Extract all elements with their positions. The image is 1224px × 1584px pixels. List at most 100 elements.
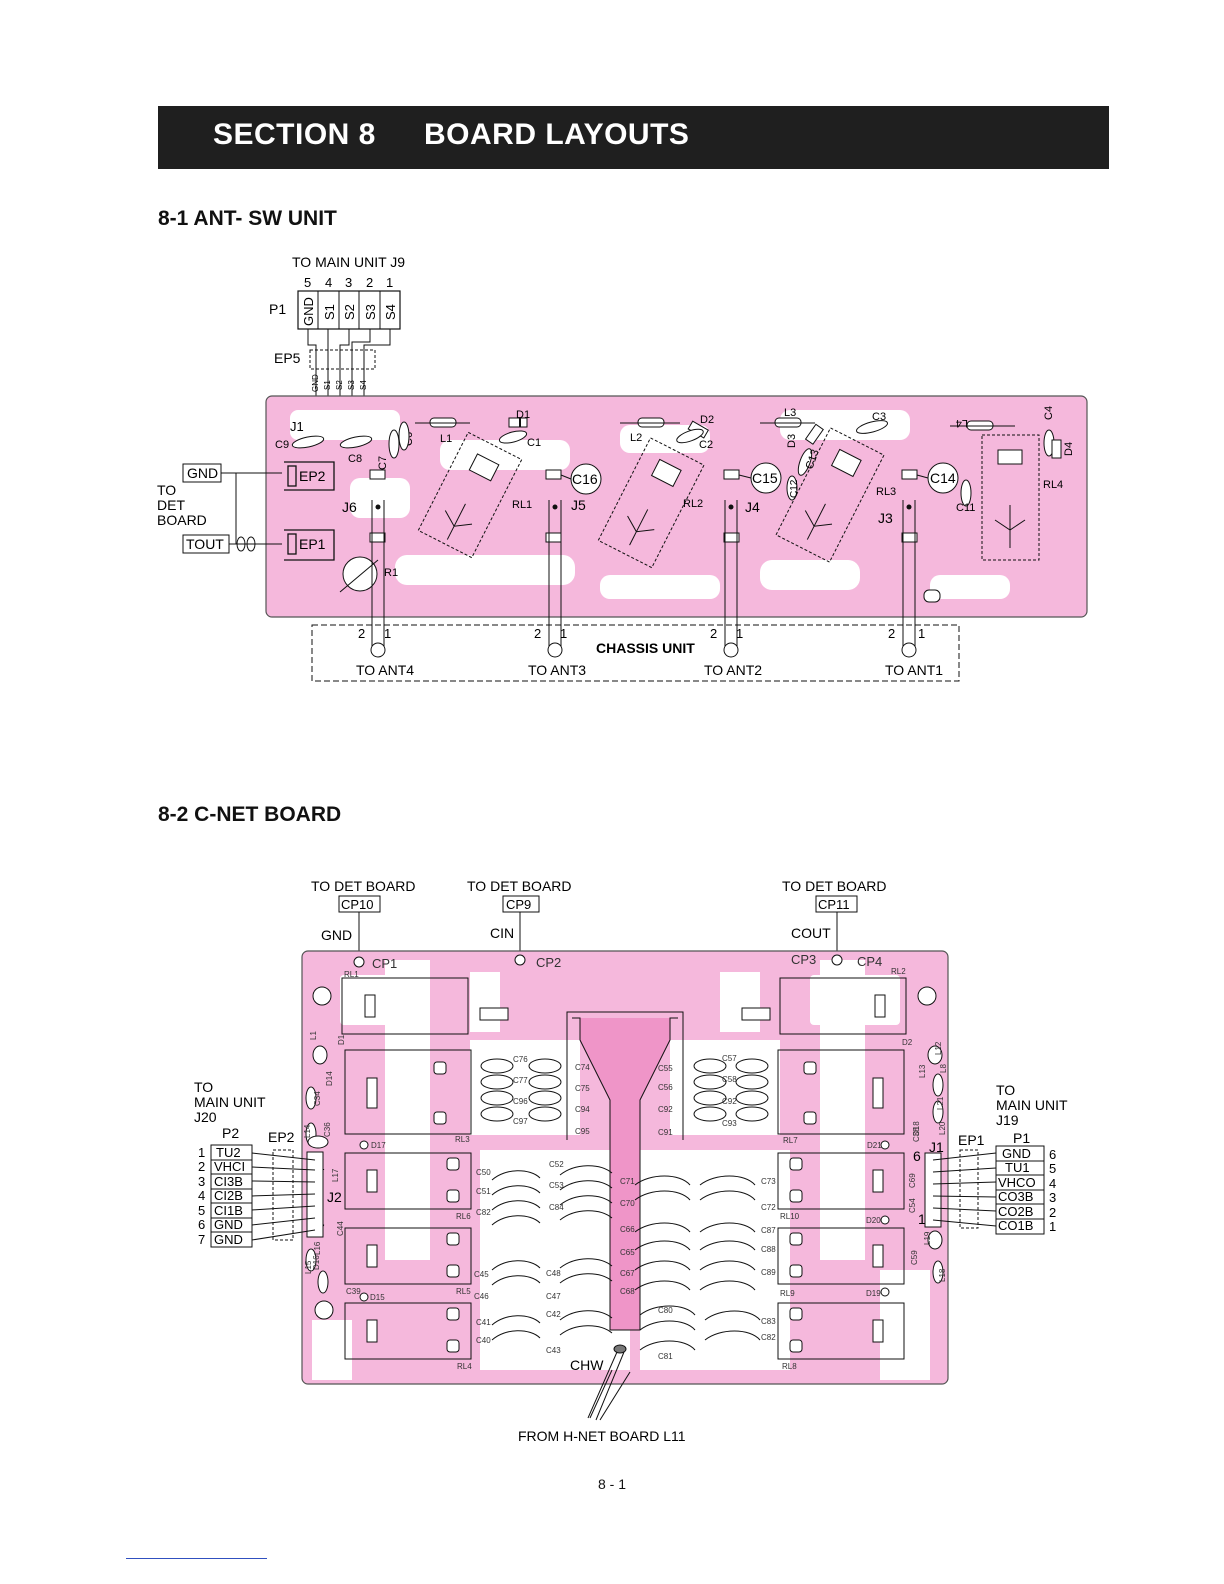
svg-text:D15: D15	[370, 1293, 385, 1302]
svg-text:COUT: COUT	[791, 925, 831, 941]
svg-text:J1: J1	[929, 1139, 944, 1155]
svg-text:RL8: RL8	[782, 1362, 797, 1371]
to-ant3: TO ANT3	[528, 662, 586, 678]
p1-connector	[297, 290, 401, 330]
svg-text:TU2: TU2	[216, 1145, 241, 1160]
svg-text:C1: C1	[527, 437, 541, 449]
svg-text:CP3: CP3	[791, 952, 816, 967]
svg-text:C81: C81	[658, 1352, 673, 1361]
tout-box-label: TOUT	[186, 536, 224, 552]
svg-text:C68: C68	[620, 1287, 635, 1296]
svg-text:RL9: RL9	[780, 1289, 795, 1298]
from-hnet-label: FROM H-NET BOARD L11	[518, 1428, 686, 1444]
svg-text:D14: D14	[325, 1071, 334, 1086]
svg-text:RL1: RL1	[512, 499, 532, 511]
svg-text:C48: C48	[546, 1269, 561, 1278]
svg-text:C2: C2	[699, 439, 713, 451]
svg-text:L19: L19	[923, 1231, 932, 1245]
det-wires	[221, 472, 282, 552]
svg-text:L18: L18	[938, 1268, 947, 1282]
svg-text:5: 5	[198, 1203, 205, 1218]
svg-text:C84: C84	[549, 1203, 564, 1212]
svg-text:D1: D1	[337, 1034, 346, 1045]
rl3-relay	[775, 427, 885, 563]
svg-text:L14: L14	[303, 1124, 312, 1138]
svg-text:L3: L3	[784, 407, 796, 419]
rl1-relay	[417, 431, 523, 559]
svg-text:6: 6	[913, 1148, 921, 1164]
svg-text:C12: C12	[789, 479, 800, 498]
svg-text:C3: C3	[872, 411, 886, 423]
svg-text:C57: C57	[722, 1054, 737, 1063]
j1-label: J1	[290, 419, 304, 434]
c14-label: C14	[930, 470, 956, 486]
svg-text:2: 2	[710, 626, 717, 641]
svg-text:L12: L12	[934, 1041, 943, 1055]
svg-text:RL4: RL4	[1043, 479, 1063, 491]
p1-label: P1	[269, 301, 286, 317]
svg-text:CI1B: CI1B	[214, 1203, 243, 1218]
svg-text:TO: TO	[194, 1079, 213, 1095]
svg-text:C59: C59	[910, 1250, 919, 1265]
svg-text:4: 4	[1049, 1176, 1056, 1191]
svg-text:C8: C8	[348, 453, 362, 465]
svg-text:C75: C75	[575, 1084, 590, 1093]
heading-ant-sw: 8-1 ANT- SW UNIT	[158, 207, 337, 230]
svg-text:EP2: EP2	[268, 1129, 295, 1145]
svg-text:C51: C51	[476, 1187, 491, 1196]
svg-text:S2: S2	[335, 380, 344, 390]
svg-text:C44: C44	[336, 1221, 345, 1236]
svg-text:J19: J19	[996, 1112, 1019, 1128]
p1-pins: GND S1 S2 S3 S4	[301, 297, 398, 326]
svg-text:C39: C39	[346, 1287, 361, 1296]
svg-text:L2: L2	[630, 432, 642, 444]
svg-text:C74: C74	[575, 1063, 590, 1072]
j6-label: J6	[342, 499, 357, 515]
svg-text:L21: L21	[936, 1096, 945, 1110]
svg-text:C70: C70	[620, 1199, 635, 1208]
svg-text:DET: DET	[157, 497, 185, 513]
to-det-cp10: TO DET BOARD	[311, 878, 416, 894]
ant-jacks	[370, 642, 917, 658]
svg-text:C82: C82	[476, 1208, 491, 1217]
svg-text:RL1: RL1	[344, 970, 359, 979]
to-ant4: TO ANT4	[356, 662, 414, 678]
svg-text:GND: GND	[214, 1217, 243, 1232]
svg-text:C65: C65	[620, 1248, 635, 1257]
chw-wire	[587, 1351, 631, 1421]
svg-text:C45: C45	[474, 1270, 489, 1279]
svg-text:P1: P1	[1013, 1130, 1030, 1146]
svg-text:CP10: CP10	[341, 897, 374, 912]
svg-text:S3: S3	[363, 304, 378, 320]
svg-text:C40: C40	[476, 1336, 491, 1345]
svg-text:S3: S3	[347, 380, 356, 390]
svg-text:MAIN UNIT: MAIN UNIT	[996, 1097, 1068, 1113]
svg-text:GND: GND	[1002, 1146, 1031, 1161]
svg-text:L13: L13	[918, 1064, 927, 1078]
p1-pin-numbers: 5 4 3 2 1	[304, 275, 393, 290]
j5-label: J5	[571, 497, 586, 513]
svg-text:1: 1	[1049, 1219, 1056, 1234]
svg-text:D2: D2	[700, 414, 714, 426]
p1-wires	[307, 329, 391, 422]
page-number: 8 - 1	[597, 1476, 626, 1492]
svg-text:1: 1	[918, 626, 925, 641]
svg-text:1: 1	[384, 626, 391, 641]
svg-text:6: 6	[1049, 1147, 1056, 1162]
rl4-relay	[981, 434, 1040, 561]
svg-text:C47: C47	[546, 1292, 561, 1301]
svg-text:TO: TO	[996, 1082, 1015, 1098]
to-main-label: TO MAIN UNIT J9	[292, 254, 405, 270]
svg-text:RL7: RL7	[783, 1136, 798, 1145]
svg-text:RL3: RL3	[876, 486, 896, 498]
svg-text:C50: C50	[476, 1168, 491, 1177]
ant-sw-diagram: TO MAIN UNIT J9 5 4 3 2 1 P1 GND S1 S2 S…	[157, 254, 1088, 682]
svg-text:C41: C41	[476, 1318, 491, 1327]
svg-text:C82: C82	[761, 1333, 776, 1342]
c15-label: C15	[752, 470, 778, 486]
caps-left	[291, 421, 410, 459]
svg-text:CP1: CP1	[372, 956, 397, 971]
svg-text:1: 1	[560, 626, 567, 641]
section-title: BOARD LAYOUTS	[424, 118, 690, 151]
svg-text:C42: C42	[546, 1310, 561, 1319]
